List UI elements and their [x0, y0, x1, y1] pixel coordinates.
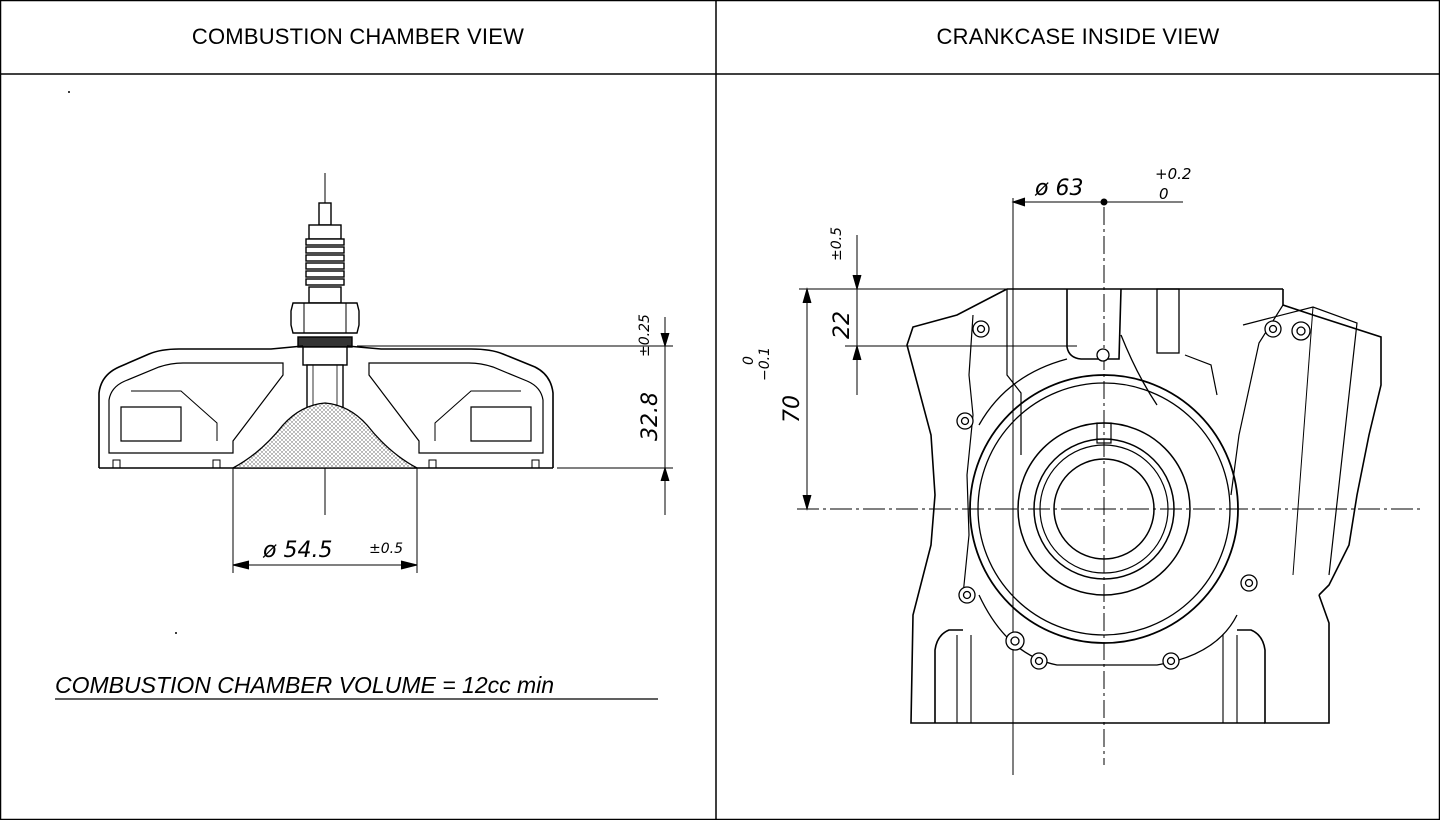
- height-dimension: [357, 317, 673, 515]
- diameter-label: ø 54.5: [262, 538, 332, 563]
- chamber-volume-note: COMBUSTION CHAMBER VOLUME = 12cc min: [55, 672, 554, 698]
- bearing-housing: [969, 358, 1239, 666]
- deck-height-label: 22: [830, 311, 855, 339]
- diameter-tolerance-label: ±0.5: [369, 541, 403, 557]
- bore-dimension: [1011, 197, 1183, 775]
- total-height-label: 70: [780, 395, 805, 423]
- cylinder-head: [98, 345, 554, 469]
- combustion-chamber-drawing: ±0.25 32.8 ø 54.5 ±0.5 COMBUSTION CHAMBE…: [55, 91, 673, 700]
- bore-upper-tolerance: +0.2: [1155, 165, 1191, 183]
- total-height-dimension: [802, 287, 812, 511]
- crankcase-drawing: ø 63 +0.2 0 ±0.5 22 70: [741, 165, 1423, 775]
- bore-label: ø 63: [1034, 176, 1083, 201]
- scan-dot: [68, 91, 70, 93]
- header-combustion-chamber-view: COMBUSTION CHAMBER VIEW: [191, 24, 525, 49]
- total-height-lower-tolerance: −0.1: [757, 347, 773, 381]
- header-crankcase-inside-view: CRANKCASE INSIDE VIEW: [936, 24, 1220, 49]
- height-dimension-label: 32.8: [638, 392, 663, 441]
- scan-dot: [175, 632, 177, 634]
- height-tolerance-label: ±0.25: [637, 314, 653, 357]
- spark-plug: [290, 173, 360, 422]
- deck-tolerance-label: ±0.5: [829, 227, 845, 261]
- crankcase-panel: ø 63 +0.2 0 ±0.5 22 70: [717, 75, 1439, 819]
- bore-lower-tolerance: 0: [1159, 185, 1169, 203]
- diameter-dimension: [232, 468, 418, 573]
- total-height-upper-tolerance: 0: [741, 356, 757, 365]
- deck-height-dimension: [799, 235, 1077, 395]
- combustion-chamber-panel: ±0.25 32.8 ø 54.5 ±0.5 COMBUSTION CHAMBE…: [1, 75, 715, 819]
- bolt-holes: [956, 320, 1311, 670]
- combustion-dome: [232, 402, 418, 469]
